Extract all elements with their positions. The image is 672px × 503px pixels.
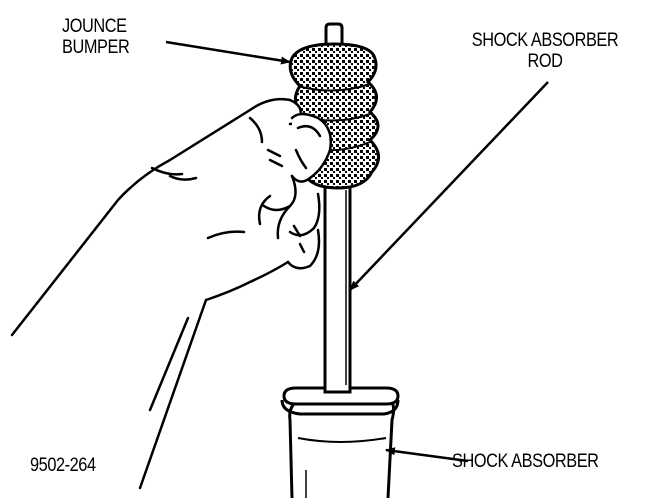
label-shock-absorber: SHOCK ABSORBER xyxy=(452,451,599,472)
rod-arrow xyxy=(349,81,549,291)
shock-absorber-rod xyxy=(323,174,352,394)
shock-absorber-body xyxy=(280,386,400,499)
figure-number: 9502-264 xyxy=(30,455,96,476)
label-shock-absorber-rod-line-1: SHOCK ABSORBER xyxy=(471,30,619,51)
shock-absorber-arrow xyxy=(385,447,469,463)
label-shock-absorber-rod-line-2: ROD xyxy=(527,51,563,72)
label-jounce-bumper-line-2: BUMPER xyxy=(62,37,130,58)
label-shock-absorber-rod: SHOCK ABSORBER ROD xyxy=(455,30,636,72)
label-jounce-bumper-line-1: JOUNCE xyxy=(62,16,127,37)
hand xyxy=(10,97,332,490)
leader-arrows xyxy=(165,40,549,463)
jounce-bumper-arrow xyxy=(165,40,291,65)
label-jounce-bumper: JOUNCE BUMPER xyxy=(62,16,130,58)
